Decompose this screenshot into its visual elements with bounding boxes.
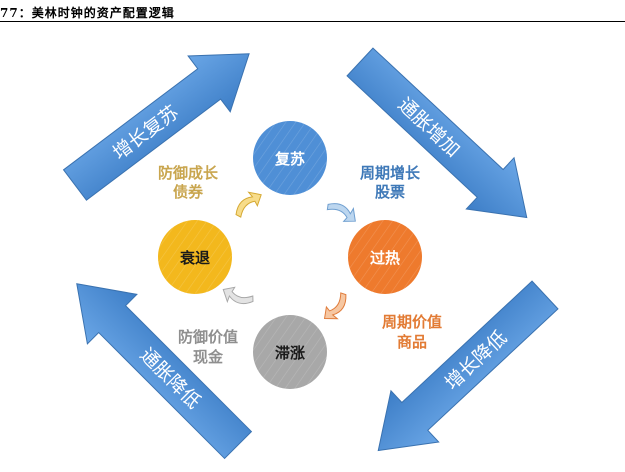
- asset-defensive-value: 防御价值 现金: [178, 328, 238, 366]
- phase-overheat-label: 过热: [370, 249, 400, 267]
- phase-overheat: 过热: [348, 220, 422, 294]
- asset-cyclical-growth-line1: 周期增长: [360, 164, 421, 182]
- arrow-recovery: 增长复苏: [62, 53, 250, 201]
- phase-recession-label: 衰退: [179, 249, 210, 267]
- arrow-inflation-up: 通胀增加: [346, 47, 528, 219]
- arrow-growth-down: 增长降低: [377, 280, 559, 452]
- phase-recession: 衰退: [158, 220, 232, 294]
- phase-stagflation: 滞涨: [253, 315, 327, 389]
- asset-cyclical-value-line1: 周期价值: [382, 313, 442, 331]
- asset-cyclical-value-line2: 商品: [397, 333, 427, 351]
- phase-recovery-label: 复苏: [274, 150, 305, 168]
- asset-cyclical-value: 周期价值 商品: [382, 313, 442, 351]
- small-arrow-recovery-to-overheat: [326, 203, 356, 222]
- figure-title: 77：美林时钟的资产配置逻辑: [0, 6, 175, 20]
- small-arrow-recession-to-recovery: [235, 191, 262, 218]
- asset-defensive-growth-line1: 防御成长: [158, 164, 219, 182]
- phase-stagflation-label: 滞涨: [275, 344, 305, 362]
- asset-cyclical-growth: 周期增长 股票: [360, 164, 421, 201]
- small-arrow-overheat-to-stagflation: [323, 292, 347, 320]
- small-arrow-stagflation-to-recession: [222, 286, 254, 305]
- asset-defensive-value-line1: 防御价值: [178, 328, 238, 346]
- phase-recovery: 复苏: [253, 121, 327, 195]
- asset-cyclical-growth-line2: 股票: [375, 183, 405, 201]
- asset-defensive-growth: 防御成长 债券: [158, 164, 219, 201]
- title-rule: [0, 21, 625, 22]
- asset-defensive-value-line2: 现金: [193, 348, 224, 366]
- asset-defensive-growth-line2: 债券: [173, 183, 204, 201]
